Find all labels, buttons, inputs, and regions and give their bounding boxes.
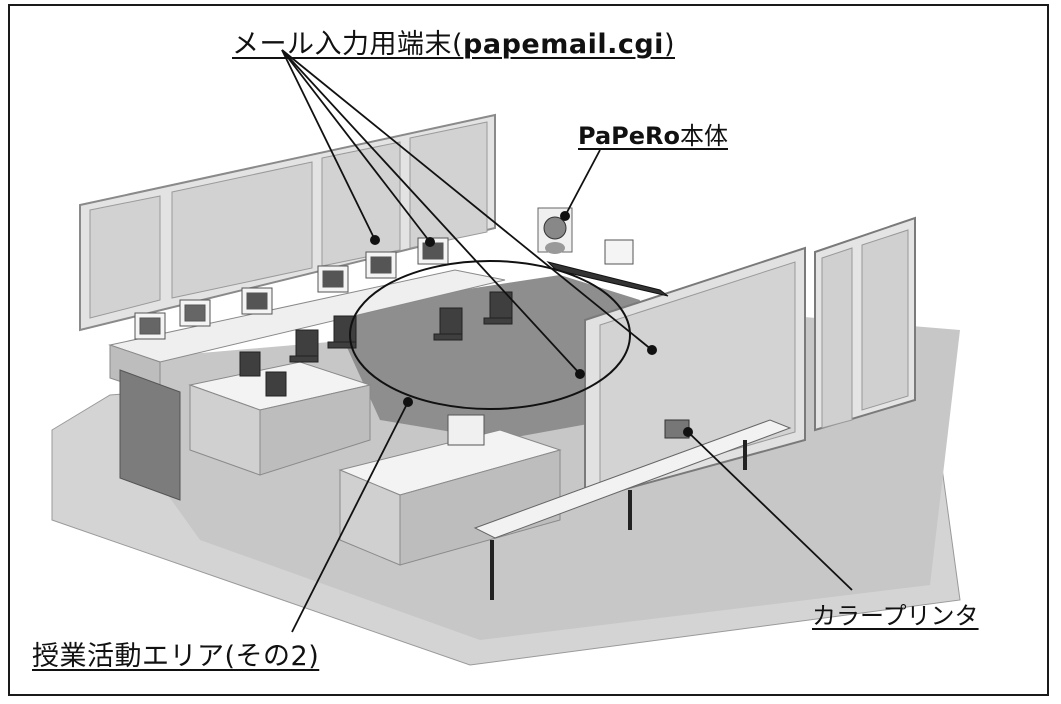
label-mail-terminal-prefix: メール入力用端末( bbox=[232, 29, 464, 60]
label-color-printer: カラープリンタ bbox=[812, 602, 979, 630]
label-papero-name: PaPeRo bbox=[578, 122, 680, 150]
label-mail-terminal-code: papemail.cgi bbox=[463, 29, 664, 60]
label-papero-body: PaPeRo本体 bbox=[578, 116, 728, 151]
right-glass-partition bbox=[584, 216, 916, 502]
pointer-dots bbox=[370, 211, 693, 437]
middle-desk-pc bbox=[447, 414, 485, 446]
label-mail-terminal: メール入力用端末(papemail.cgi) bbox=[232, 22, 675, 61]
label-papero-suffix: 本体 bbox=[679, 122, 728, 150]
side-monitor bbox=[604, 239, 634, 265]
leader-lines bbox=[281, 49, 853, 633]
activity-area-outline bbox=[349, 260, 631, 410]
printer-table bbox=[473, 419, 792, 539]
left-wall-panel bbox=[119, 369, 181, 501]
label-activity-area: 授業活動エリア(その2) bbox=[32, 641, 320, 672]
desk-monitors bbox=[134, 237, 449, 340]
papero-table bbox=[546, 261, 669, 297]
table-legs bbox=[490, 440, 747, 600]
label-mail-terminal-suffix: ) bbox=[663, 29, 675, 60]
